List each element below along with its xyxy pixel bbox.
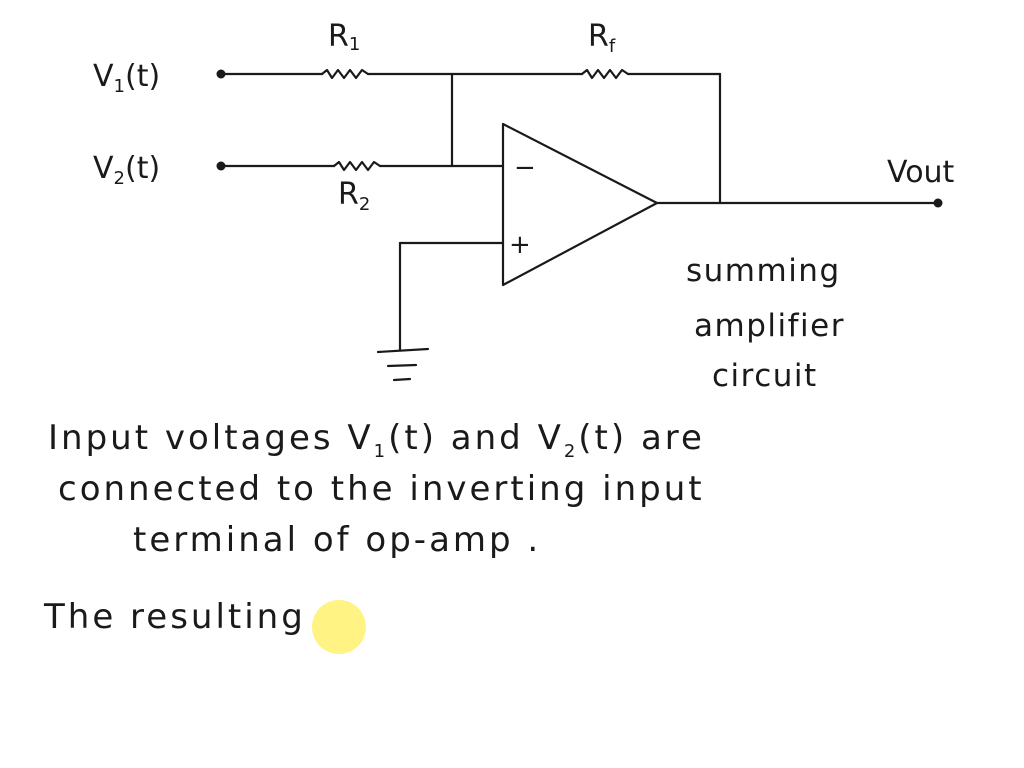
input-terminal-v1 (216, 69, 226, 79)
circuit-caption: summing amplifier circuit (686, 253, 845, 394)
output-terminal (933, 198, 943, 208)
explanation-line-3: terminal of op-amp . (133, 520, 541, 560)
opamp-triangle (501, 122, 659, 287)
resistor-label-r2: R2 (338, 177, 370, 215)
circuit-labels: V1(t) V2(t) R1 Rf R2 Vout (93, 19, 955, 215)
resistor-label-rf: Rf (588, 19, 616, 57)
opamp-noninverting-sign: + (509, 230, 531, 260)
output-label: Vout (887, 155, 955, 190)
caption-line-3: circuit (712, 358, 818, 394)
circuit-diagram: − + (216, 68, 943, 382)
pen-cursor (312, 600, 366, 654)
caption-line-2: amplifier (694, 308, 845, 344)
caption-line-1: summing (686, 253, 841, 289)
explanation-line-1: Input voltages V1(t) and V2(t) are (48, 418, 705, 462)
resistor-rf (580, 68, 630, 80)
input-terminal-v2 (216, 161, 226, 171)
ground-icon (376, 347, 430, 382)
opamp-inverting-sign: − (514, 153, 536, 183)
explanation-line-2: connected to the inverting input (58, 469, 705, 509)
resistor-label-r1: R1 (328, 19, 360, 55)
explanation-line-4: The resulting (43, 597, 306, 637)
input-label-v2: V2(t) (93, 151, 160, 189)
explanation-text: Input voltages V1(t) and V2(t) are conne… (43, 418, 705, 637)
input-label-v1: V1(t) (93, 59, 160, 97)
resistor-r1 (320, 68, 370, 80)
resistor-r2 (332, 160, 382, 172)
